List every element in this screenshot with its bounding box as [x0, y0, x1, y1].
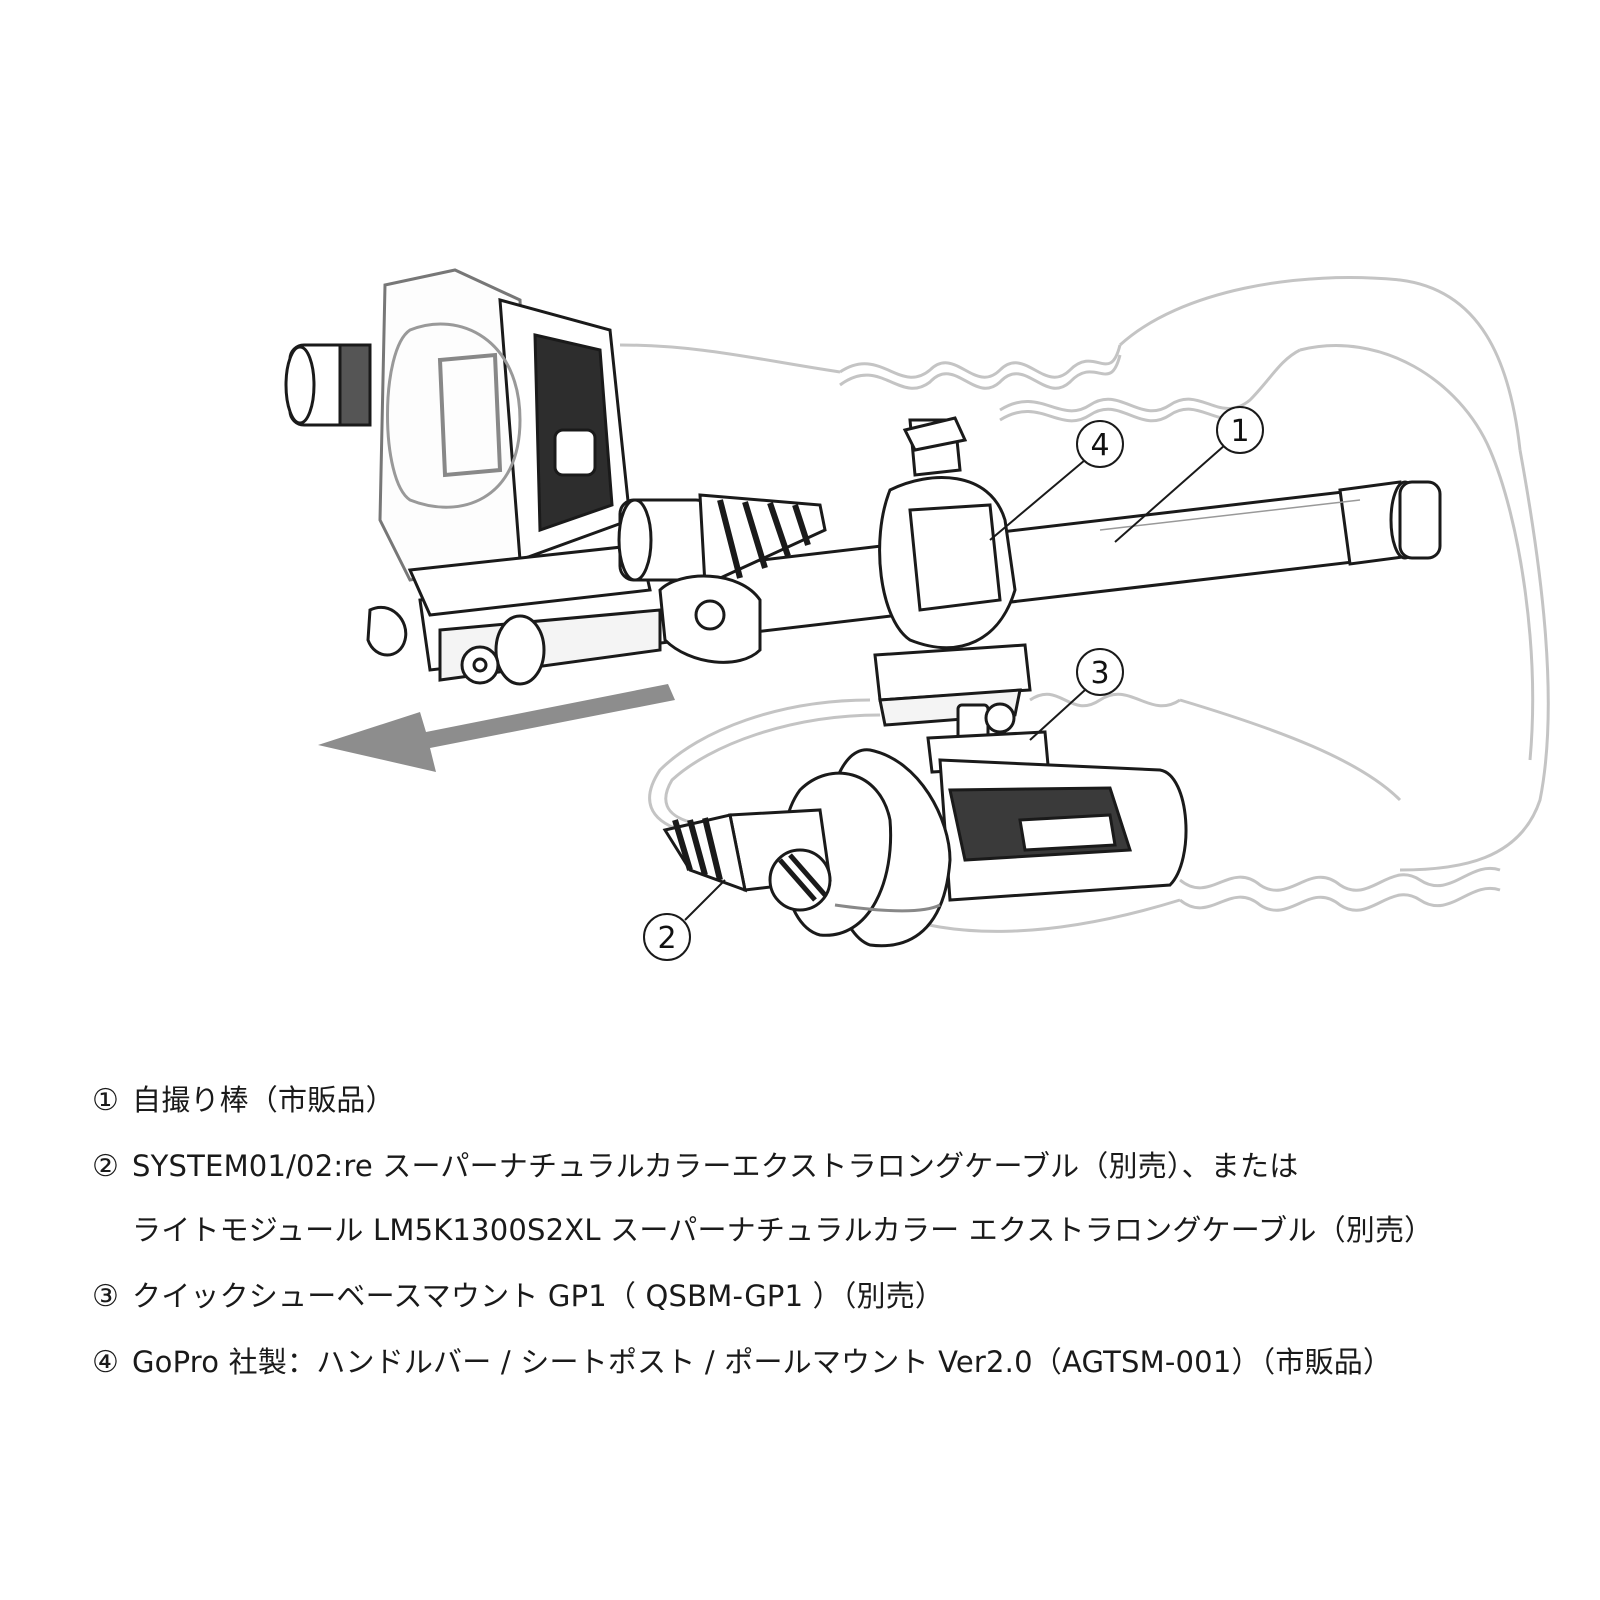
legend-number: ④: [92, 1345, 120, 1380]
direction-arrow-icon: [318, 684, 675, 772]
legend-item-2-cont: ライトモジュール LM5K1300S2XL スーパーナチュラルカラー エクストラ…: [92, 1210, 1433, 1250]
legend-number: ③: [92, 1279, 120, 1314]
light-module-left: [284, 343, 372, 427]
assembly-diagram: 1 4 3 2: [284, 268, 1550, 961]
svg-text:1: 1: [1230, 414, 1249, 449]
callout-4: 4: [1076, 420, 1124, 468]
callout-3: 3: [1076, 648, 1124, 696]
handlebar-mount: [873, 416, 1032, 727]
legend-text: ライトモジュール LM5K1300S2XL スーパーナチュラルカラー エクストラ…: [132, 1213, 1434, 1247]
legend-item-4: ④ GoPro 社製：ハンドルバー / シートポスト / ポールマウント Ver2…: [92, 1342, 1392, 1383]
light-module-center: [617, 493, 827, 588]
svg-text:2: 2: [657, 921, 676, 956]
callout-2: 2: [643, 913, 691, 961]
coiled-cable-upper: [619, 276, 1550, 872]
callout-1: 1: [1216, 406, 1264, 454]
legend-number: ①: [92, 1083, 120, 1118]
legend-item-2: ② SYSTEM01/02:re スーパーナチュラルカラーエクストラロングケーブル…: [92, 1146, 1298, 1187]
legend-number: ②: [92, 1149, 120, 1184]
coiled-cable-lower: [648, 692, 1501, 933]
light-module-bottom: [662, 748, 1188, 948]
cable-clip: [658, 574, 762, 664]
legend-item-3: ③ クイックシューベースマウント GP1（ QSBM-GP1 ）（別売）: [92, 1276, 944, 1317]
legend-text: 自撮り棒（市販品）: [132, 1083, 395, 1117]
legend-item-1: ① 自撮り棒（市販品）: [92, 1080, 395, 1121]
svg-text:3: 3: [1090, 656, 1109, 691]
callout-leaders: [684, 444, 1226, 921]
svg-text:4: 4: [1090, 428, 1109, 463]
legend-text: SYSTEM01/02:re スーパーナチュラルカラーエクストラロングケーブル（…: [132, 1149, 1299, 1183]
legend-text: GoPro 社製：ハンドルバー / シートポスト / ポールマウント Ver2.…: [132, 1345, 1393, 1379]
legend-text: クイックシューベースマウント GP1（ QSBM-GP1 ）（別売）: [132, 1279, 945, 1313]
camera-housing: [366, 268, 652, 685]
